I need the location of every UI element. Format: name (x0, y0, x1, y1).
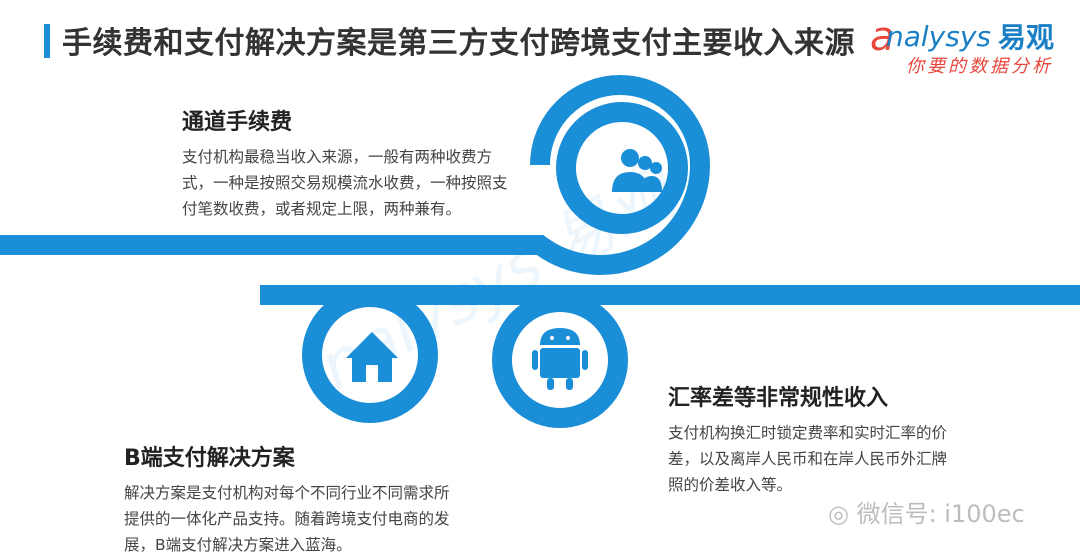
brand-logo: a nalysys 易观 你要的数据分析 (870, 10, 1070, 77)
logo-text-cn: 易观 (998, 21, 1055, 54)
node-desc-b2b: 解决方案是支付机构对每个不同行业不同需求所提供的一体化产品支持。随着跨境支付电商… (124, 484, 450, 554)
logo-swirl-icon: a (870, 14, 895, 60)
node-desc-fx: 支付机构换汇时锁定费率和实时汇率的价差，以及离岸人民币和在岸人民币外汇牌照的价差… (668, 424, 948, 494)
title-accent-bar (44, 24, 50, 58)
wechat-icon: ◎ (828, 500, 849, 528)
flow-line-top (0, 75, 711, 275)
node-text-b2b: B端支付解决方案 解决方案是支付机构对每个不同行业不同需求所提供的一体化产品支持… (124, 440, 450, 558)
users-icon (612, 149, 662, 192)
page-title: 手续费和支付解决方案是第三方支付跨境支付主要收入来源 (62, 26, 855, 61)
android-icon (532, 328, 588, 390)
node-desc-channel: 支付机构最稳当收入来源，一般有两种收费方式，一种是按照交易规模流水收费，一种按照… (182, 148, 508, 218)
node-circle-channel (556, 102, 688, 234)
logo-slogan: 你要的数据分析 (906, 56, 1053, 77)
home-icon (346, 332, 398, 382)
node-circle-fx (492, 292, 628, 428)
node-title-b2b: B端支付解决方案 (124, 446, 295, 471)
wechat-watermark-text: 微信号: i100ec (856, 500, 1025, 528)
logo-text-en: nalysys (886, 20, 991, 53)
node-title-fx: 汇率差等非常规性收入 (668, 386, 889, 411)
node-text-channel: 通道手续费 支付机构最稳当收入来源，一般有两种收费方式，一种是按照交易规模流水收… (182, 104, 512, 222)
node-text-fx: 汇率差等非常规性收入 支付机构换汇时锁定费率和实时汇率的价差，以及离岸人民币和在… (668, 380, 958, 498)
node-title-channel: 通道手续费 (182, 110, 293, 135)
node-circle-b2b (302, 287, 438, 423)
wechat-watermark: ◎ 微信号: i100ec (828, 494, 1025, 529)
